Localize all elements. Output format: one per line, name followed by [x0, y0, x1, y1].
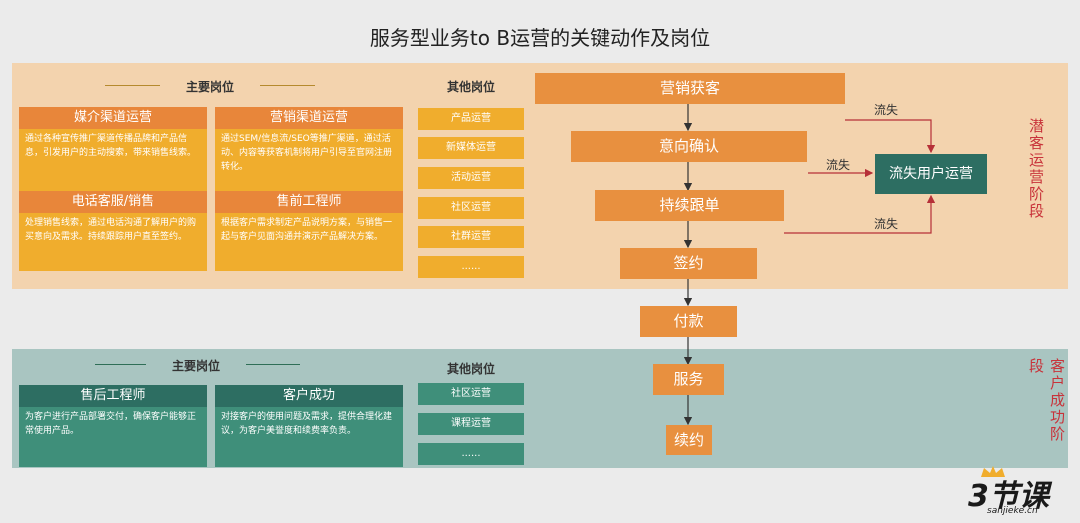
top-main-roles-label: 主要岗位 [160, 78, 260, 95]
role-card-marketing-channel: 营销渠道运营 通过SEM/信息流/SEO等推广渠道，通过活动、内容等获客机制将用… [215, 107, 403, 191]
flow-step-contract: 签约 [620, 248, 757, 279]
role-card-desc: 处理销售线索，通过电话沟通了解用户的购买意向及需求。持续跟踪用户直至签约。 [19, 213, 207, 271]
flow-step-payment: 付款 [640, 306, 737, 337]
role-card-presales-engineer: 售前工程师 根据客户需求制定产品说明方案，与销售一起与客户见面沟通并演示产品解决… [215, 191, 403, 271]
other-role-item: 课程运营 [418, 413, 524, 435]
role-card-aftersales-engineer: 售后工程师 为客户进行产品部署交付，确保客户能够正常使用产品。 [19, 385, 207, 467]
flow-step-renewal: 续约 [666, 425, 712, 455]
logo-url: sanjieke.cn [987, 506, 1038, 516]
other-role-item: 社区运营 [418, 383, 524, 405]
crown-icon [981, 466, 1005, 477]
role-card-title: 售后工程师 [19, 385, 207, 407]
other-role-item: 产品运营 [418, 108, 524, 130]
other-role-item: 活动运营 [418, 167, 524, 189]
role-card-desc: 根据客户需求制定产品说明方案，与销售一起与客户见面沟通并演示产品解决方案。 [215, 213, 403, 271]
churn-label: 流失 [826, 158, 851, 172]
role-card-title: 客户成功 [215, 385, 403, 407]
role-card-media-channel: 媒介渠道运营 通过各种宣传推广渠道传播品牌和产品信息，引发用户的主动搜索，带来销… [19, 107, 207, 191]
flow-step-acquisition: 营销获客 [535, 73, 845, 104]
flow-step-service: 服务 [653, 364, 724, 395]
logo-wordmark: 3节课 [968, 479, 1049, 514]
role-card-phone-sales: 电话客服/销售 处理销售线索，通过电话沟通了解用户的购买意向及需求。持续跟踪用户… [19, 191, 207, 271]
role-card-desc: 为客户进行产品部署交付，确保客户能够正常使用产品。 [19, 407, 207, 467]
churn-label: 流失 [874, 217, 899, 231]
role-card-desc: 通过各种宣传推广渠道传播品牌和产品信息，引发用户的主动搜索，带来销售线索。 [19, 129, 207, 191]
flow-step-intent: 意向确认 [571, 131, 807, 162]
other-role-item: ...... [418, 443, 524, 465]
other-role-item: ...... [418, 256, 524, 278]
other-role-item: 社群运营 [418, 226, 524, 248]
churned-user-ops-box: 流失用户运营 [875, 154, 987, 194]
flow-step-followup: 持续跟单 [595, 190, 784, 221]
page-title: 服务型业务to B运营的关键动作及岗位 [369, 26, 711, 50]
role-card-title: 营销渠道运营 [215, 107, 403, 129]
other-role-item: 社区运营 [418, 197, 524, 219]
role-card-title: 售前工程师 [215, 191, 403, 213]
bottom-main-roles-label: 主要岗位 [146, 357, 246, 374]
stage-label-customer-success: 客户成功阶段 [1027, 358, 1066, 443]
role-card-customer-success: 客户成功 对接客户的使用问题及需求，提供合理化建议，为客户美誉度和续费率负责。 [215, 385, 403, 467]
role-card-desc: 通过SEM/信息流/SEO等推广渠道，通过活动、内容等获客机制将用户引导至官网注… [215, 129, 403, 191]
role-card-title: 媒介渠道运营 [19, 107, 207, 129]
churn-label: 流失 [874, 103, 899, 117]
bottom-other-roles-label: 其他岗位 [446, 362, 495, 376]
role-card-title: 电话客服/销售 [19, 191, 207, 213]
top-other-roles-label: 其他岗位 [446, 80, 495, 94]
stage-label-prospect: 潜客运营阶段 [1027, 118, 1045, 220]
other-role-item: 新媒体运营 [418, 137, 524, 159]
role-card-desc: 对接客户的使用问题及需求，提供合理化建议，为客户美誉度和续费率负责。 [215, 407, 403, 467]
